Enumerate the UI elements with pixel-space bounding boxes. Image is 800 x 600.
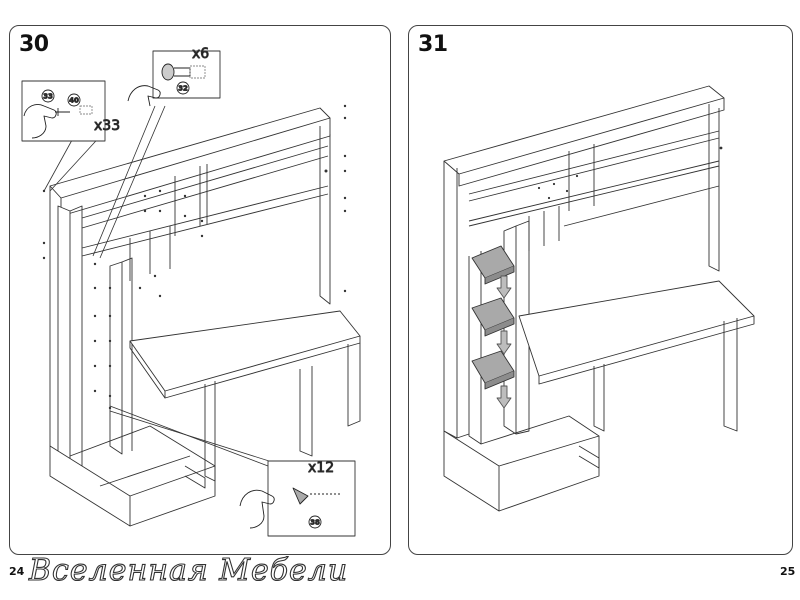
step-31-diagram bbox=[443, 85, 755, 512]
callout-x33: 33 40 x33 bbox=[21, 80, 121, 142]
brand-logo: Вселенная Мебели bbox=[27, 552, 348, 588]
desk-unit-drawing bbox=[49, 107, 361, 527]
quantity-x33: x33 bbox=[94, 118, 120, 134]
down-arrow-icon bbox=[496, 330, 512, 355]
part-label-33: 33 bbox=[43, 93, 53, 101]
page-number-right: 25 bbox=[780, 565, 796, 578]
dowel-icon bbox=[79, 105, 93, 115]
part-label-40: 40 bbox=[69, 97, 79, 105]
step-number: 31 bbox=[418, 32, 448, 57]
down-arrow-icon bbox=[496, 275, 512, 299]
page-number-left: 24 bbox=[9, 565, 25, 578]
hand-icon bbox=[127, 85, 161, 107]
shelf-support-icon bbox=[292, 487, 309, 505]
screw-dots bbox=[42, 104, 347, 410]
insert-arrows bbox=[496, 275, 512, 409]
step-number: 30 bbox=[19, 32, 49, 57]
part-label-32: 32 bbox=[178, 85, 188, 93]
shelves bbox=[471, 245, 515, 390]
leader-lines bbox=[43, 105, 286, 467]
cam-lock-icon bbox=[161, 63, 175, 81]
screw-icon bbox=[55, 108, 70, 116]
hand-icon bbox=[23, 104, 57, 139]
hand-icon bbox=[239, 489, 275, 529]
step-30-diagram: 33 40 x33 32 x6 38 x12 bbox=[21, 46, 361, 537]
step-31-panel: 31 bbox=[408, 25, 793, 555]
step-30-panel: 30 bbox=[9, 25, 391, 555]
quantity-x6: x6 bbox=[192, 46, 209, 62]
quantity-x12: x12 bbox=[308, 460, 334, 476]
brand-text: Вселенная Мебели bbox=[28, 553, 348, 588]
desk-unit-drawing bbox=[443, 85, 755, 512]
part-label-38: 38 bbox=[310, 519, 320, 527]
callout-x6: 32 x6 bbox=[127, 46, 221, 107]
callout-x12: 38 x12 bbox=[239, 460, 356, 537]
hole-dots bbox=[537, 146, 723, 200]
down-arrow-icon bbox=[496, 385, 512, 409]
